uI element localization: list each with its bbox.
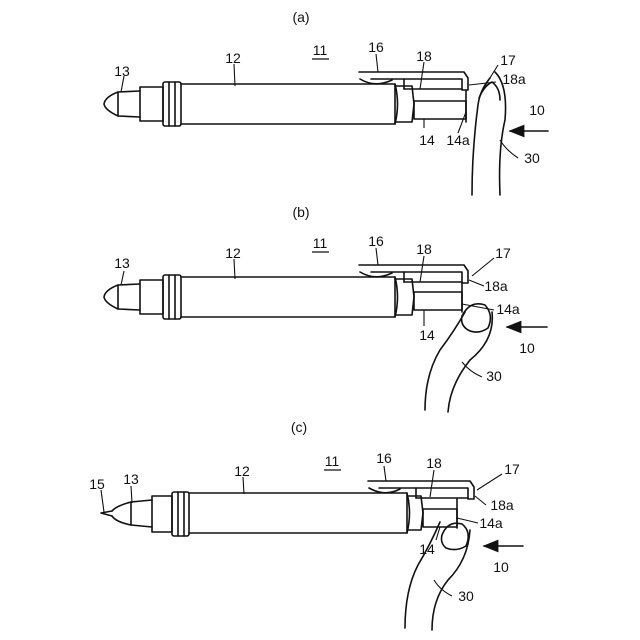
- label-14a: 14a: [446, 132, 470, 148]
- label-12: 12: [225, 50, 241, 66]
- tip-cone: [112, 500, 152, 527]
- label-17: 17: [495, 245, 511, 261]
- panel-b: (b): [104, 204, 547, 412]
- label-10: 10: [493, 559, 509, 575]
- panel-b-caption: (b): [292, 204, 309, 220]
- label-18: 18: [416, 241, 432, 257]
- tip-cone: [104, 91, 140, 117]
- label-13: 13: [114, 255, 130, 271]
- panel-c-caption: (c): [291, 419, 307, 435]
- clip: [359, 265, 468, 283]
- push-element: [414, 101, 466, 119]
- clip: [359, 72, 468, 90]
- fingernail: [479, 82, 500, 100]
- label-18a: 18a: [484, 278, 508, 294]
- label-17: 17: [500, 52, 516, 68]
- label-14a: 14a: [479, 515, 503, 531]
- grip-rings: [163, 82, 181, 126]
- label-18a: 18a: [490, 497, 514, 513]
- label-11: 11: [325, 453, 340, 469]
- finger-outline-back: [432, 530, 470, 630]
- label-13: 13: [114, 63, 130, 79]
- label-18: 18: [416, 48, 432, 64]
- finger-outline-front: [405, 522, 440, 628]
- label-30: 30: [486, 368, 502, 384]
- push-element: [414, 292, 462, 310]
- label-12: 12: [234, 463, 250, 479]
- label-13: 13: [123, 471, 139, 487]
- label-16: 16: [376, 450, 392, 466]
- pen-c: [101, 481, 474, 630]
- panel-a: (a): [104, 9, 548, 195]
- label-10: 10: [519, 340, 535, 356]
- barrel: [189, 493, 410, 533]
- label-30: 30: [524, 150, 540, 166]
- label-11: 11: [313, 235, 328, 251]
- barrel: [181, 84, 398, 124]
- finger-outline-back: [448, 312, 492, 412]
- label-15: 15: [89, 476, 105, 492]
- panel-c: (c): [89, 419, 523, 630]
- label-18a: 18a: [502, 71, 526, 87]
- label-16: 16: [368, 39, 384, 55]
- finger-outline-front: [472, 78, 490, 195]
- label-11: 11: [313, 42, 328, 58]
- label-18: 18: [426, 455, 442, 471]
- refill-tip: [101, 511, 112, 516]
- panel-a-caption: (a): [292, 9, 309, 25]
- front-section: [140, 87, 163, 121]
- finger-outline-back: [495, 72, 506, 195]
- label-14a: 14a: [496, 301, 520, 317]
- label-12: 12: [225, 245, 241, 261]
- front-section: [152, 496, 172, 532]
- label-16: 16: [368, 233, 384, 249]
- label-17: 17: [504, 461, 520, 477]
- label-14: 14: [419, 132, 435, 148]
- label-14: 14: [419, 327, 435, 343]
- label-10: 10: [529, 102, 545, 118]
- label-30: 30: [458, 588, 474, 604]
- label-14: 14: [419, 541, 435, 557]
